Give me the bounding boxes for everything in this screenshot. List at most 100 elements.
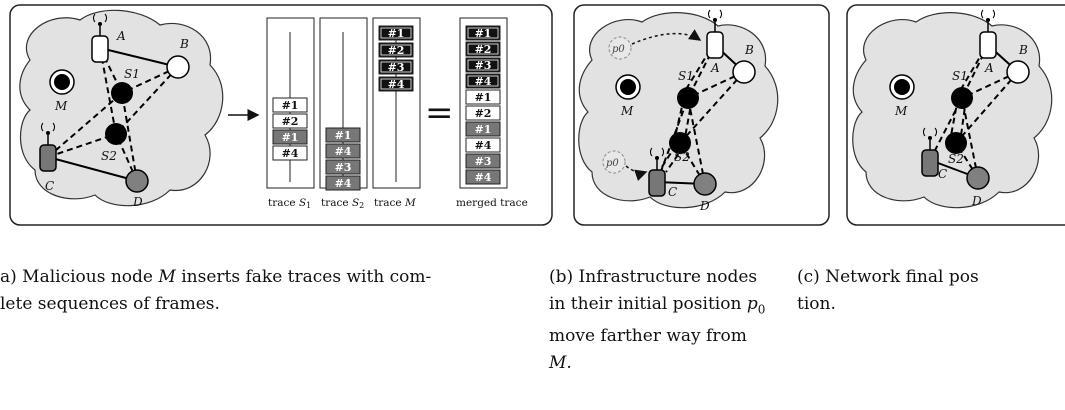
trace-s1-frame: #1 (272, 97, 308, 113)
b-node-m (615, 74, 641, 100)
b-label-b: B (744, 43, 754, 57)
equals-sign: = (425, 93, 454, 133)
svg-text:#3: #3 (475, 155, 492, 168)
svg-text:#4: #4 (475, 75, 492, 88)
label-a: A (116, 29, 126, 43)
caption-a-line1: a) Malicious node M inserts fake traces … (0, 267, 432, 287)
trace-s2-frame: #3 (325, 159, 361, 175)
c-label-d: D (971, 194, 982, 208)
b-label-s1: S1 (678, 69, 694, 83)
c-node-c-router-icon (921, 127, 939, 177)
b-label-a: A (710, 61, 720, 75)
c-node-m (889, 74, 915, 100)
caption-b-line1: (b) Infrastructure nodes (549, 267, 758, 287)
trace-m-frame: #4 (378, 76, 414, 92)
label-b: B (179, 37, 189, 51)
caption-b-line2: in their initial position p0 (549, 294, 766, 317)
svg-text:#4: #4 (282, 147, 299, 160)
trace-s2-frame: #4 (325, 175, 361, 191)
trace-s2-frame: #1 (325, 127, 361, 143)
c-node-d (966, 166, 990, 190)
svg-text:#2: #2 (388, 44, 405, 57)
c-label-s1: S1 (952, 69, 968, 83)
c-node-b (1006, 60, 1030, 84)
c-label-a: A (984, 61, 994, 75)
c-label-b: B (1018, 43, 1028, 57)
svg-text:#1: #1 (282, 99, 299, 112)
panel-c: A B S1 S2 M C D (846, 4, 1065, 226)
node-c-router-icon (39, 122, 57, 172)
b-node-b (732, 60, 756, 84)
node-b (166, 55, 190, 79)
merged-trace-frame: #1 (465, 121, 501, 137)
caption-b-line3: move farther way from (549, 326, 747, 347)
c-label-c: C (938, 167, 947, 181)
label-m: M (54, 99, 68, 113)
caption-b-line4: M. (549, 353, 572, 374)
trace-s1-frame: #4 (272, 145, 308, 161)
svg-text:#4: #4 (335, 145, 352, 158)
merged-trace-frame: #2 (465, 105, 501, 121)
caption-b: (b) Infrastructure nodes in their initia… (549, 264, 765, 377)
trace-s2-label: trace S2 (321, 197, 364, 210)
panel-c-cloud (852, 12, 1053, 209)
svg-text:#1: #1 (335, 129, 352, 142)
merged-trace-frame: #4 (465, 73, 501, 89)
c-node-a-router-icon (979, 9, 997, 59)
ghost-position-c: p0 (602, 150, 648, 182)
merged-trace-label: merged trace (456, 197, 528, 209)
caption-a-line2: lete sequences of frames. (0, 294, 220, 314)
trace-m-label: trace M (374, 197, 416, 209)
label-s2: S2 (101, 149, 117, 163)
b-node-c-router-icon (648, 147, 666, 197)
svg-text:#3: #3 (335, 161, 352, 174)
merged-trace-frame: #1 (465, 25, 501, 41)
b-label-m: M (620, 104, 634, 118)
svg-text:#1: #1 (475, 27, 492, 40)
c-node-s1 (951, 87, 973, 109)
b-label-s2: S2 (674, 150, 690, 164)
frames-layer: #1 #2 #1 #4 #1 #4 #3 #4 #1 #2 #3 #4 #1 #2 #3 #4 #1 #2 #1 #4… (272, 25, 501, 191)
node-s2 (105, 123, 127, 145)
b-node-s2 (669, 132, 691, 154)
c-node-s2 (945, 132, 967, 154)
trace-s1-frame: #1 (272, 129, 308, 145)
b-label-d: D (699, 199, 710, 213)
panel-b-cloud (578, 12, 779, 209)
b-node-d (693, 172, 717, 196)
svg-text:#2: #2 (475, 43, 492, 56)
merged-trace-frame: #3 (465, 57, 501, 73)
trace-m-frame: #1 (378, 25, 414, 41)
svg-text:#2: #2 (282, 115, 299, 128)
c-label-s2: S2 (948, 152, 964, 166)
svg-text:#3: #3 (475, 59, 492, 72)
trace-s1-frame: #2 (272, 113, 308, 129)
p0-label-a: p0 (612, 44, 625, 55)
svg-text:#1: #1 (282, 131, 299, 144)
svg-text:#4: #4 (388, 78, 405, 91)
node-a-router-icon (91, 13, 109, 63)
svg-text:#1: #1 (475, 91, 492, 104)
svg-text:#4: #4 (475, 171, 492, 184)
caption-c-line2: tion. (797, 294, 836, 314)
c-label-m: M (894, 104, 908, 118)
merged-trace-frame: #3 (465, 153, 501, 169)
caption-c: (c) Network final pos tion. (797, 264, 979, 318)
trace-m-frame: #2 (378, 42, 414, 58)
figure-canvas: A B S1 S2 M C D #1 #2 #1 #4 #1 #4 #3 #4 #1 #2 #3 #4… (9, 4, 1065, 226)
node-d (125, 169, 149, 193)
svg-text:#2: #2 (475, 107, 492, 120)
caption-a: a) Malicious node M inserts fake traces … (0, 264, 431, 318)
merged-trace-frame: #4 (465, 137, 501, 153)
label-d: D (132, 195, 143, 209)
label-c: C (45, 179, 54, 193)
b-node-s1 (677, 87, 699, 109)
svg-text:#1: #1 (388, 27, 405, 40)
svg-text:#3: #3 (388, 61, 405, 74)
svg-text:#4: #4 (335, 177, 352, 190)
caption-c-line1: (c) Network final pos (797, 267, 979, 287)
merged-trace-frame: #2 (465, 41, 501, 57)
ghost-position-a: p0 (608, 29, 702, 60)
svg-text:#4: #4 (475, 139, 492, 152)
svg-text:#1: #1 (475, 123, 492, 136)
